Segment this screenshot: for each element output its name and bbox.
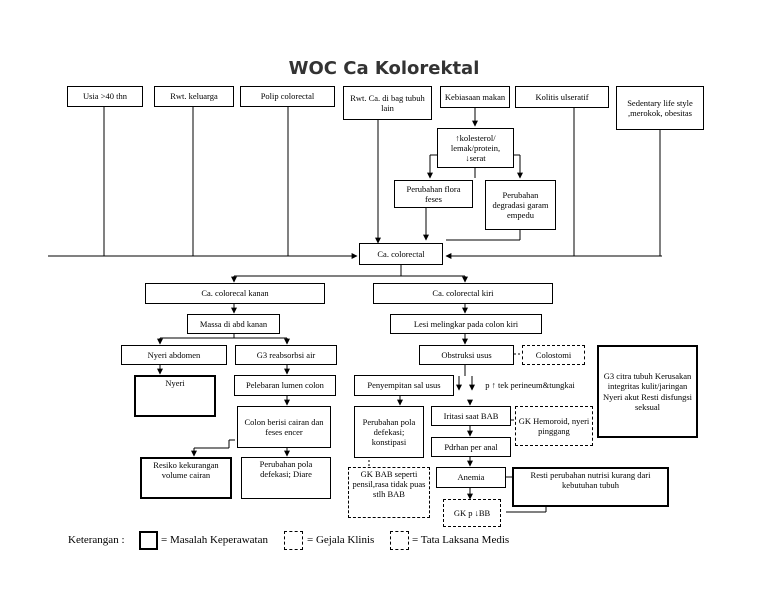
- legend-masalah-text: = Masalah Keperawatan: [161, 534, 268, 546]
- massa-abd-label: Massa di abd kanan: [199, 318, 268, 329]
- kolesterol-label: ↑kolesterol/ lemak/protein, ↓serat: [450, 132, 501, 164]
- colon-berisi-label: Colon berisi cairan dan feses encer: [244, 416, 324, 437]
- legend-tata: = Tata Laksana Medis: [412, 530, 509, 550]
- polip-box: Polip colorectal: [240, 86, 335, 107]
- nyeri-box: Nyeri: [134, 375, 216, 417]
- riwayat-keluarga-box: Rwt. keluarga: [154, 86, 234, 107]
- g3-reabsorbsi-label: G3 reabsorbsi air: [256, 349, 316, 360]
- polip-label: Polip colorectal: [260, 91, 315, 102]
- flora-feses-label: Perubahan flora feses: [406, 183, 461, 204]
- iritasi-label: Iritasi saat BAB: [443, 410, 499, 421]
- lesi-melingkar-label: Lesi melingkar pada colon kiri: [413, 318, 519, 329]
- resiko-cairan-label: Resiko kekurangan volume cairan: [153, 460, 219, 481]
- tek-perineum-label: p ↑ tek perineum&tungkai: [485, 380, 575, 391]
- usia-box: Usia >40 thn: [67, 86, 143, 107]
- kebiasaan-makan-label: Kebiasaan makan: [444, 91, 506, 102]
- penyempitan-label: Penyempitan sal usus: [367, 380, 441, 391]
- tek-perineum-box: p ↑ tek perineum&tungkai: [475, 375, 585, 396]
- g3-citra-label: G3 citra tubuh Kerusakan integritas kuli…: [602, 371, 692, 412]
- pelebaran-lumen-label: Pelebaran lumen colon: [246, 380, 324, 391]
- ca-kanan-label: Ca. colorecal kanan: [201, 288, 269, 299]
- legend-gejala-symbol: [284, 531, 303, 550]
- iritasi-box: Iritasi saat BAB: [431, 406, 511, 426]
- konstipasi-box: Perubahan pola defekasi; konstipasi: [354, 406, 424, 458]
- anemia-box: Anemia: [436, 467, 506, 488]
- perdarahan-box: Pdrhan per anal: [431, 437, 511, 457]
- riwayat-ca-label: Rwt. Ca. di bag tubuh lain: [350, 92, 425, 113]
- ca-kanan-box: Ca. colorecal kanan: [145, 283, 325, 304]
- colon-berisi-box: Colon berisi cairan dan feses encer: [237, 406, 331, 448]
- gk-bab-label: GK BAB seperti pensil,rasa tidak puas st…: [352, 469, 426, 500]
- ca-colorectal-label: Ca. colorectal: [377, 248, 425, 259]
- legend-label-text: Keterangan :: [68, 534, 125, 546]
- degradasi-empedu-box: Perubahan degradasi garam empedu: [485, 180, 556, 230]
- gk-bab-box: GK BAB seperti pensil,rasa tidak puas st…: [348, 467, 430, 518]
- riwayat-keluarga-label: Rwt. keluarga: [170, 91, 218, 102]
- gk-bb-box: GK p ↓BB: [443, 499, 501, 527]
- konstipasi-label: Perubahan pola defekasi; konstipasi: [362, 416, 416, 448]
- massa-abd-box: Massa di abd kanan: [187, 314, 280, 334]
- legend-tata-symbol: [390, 531, 409, 550]
- gk-hemoroid-box: GK Hemoroid, nyeri pinggang: [515, 406, 593, 446]
- anemia-label: Anemia: [457, 472, 485, 483]
- usia-label: Usia >40 thn: [83, 91, 127, 102]
- kebiasaan-makan-box: Kebiasaan makan: [440, 86, 510, 108]
- sedentary-box: Sedentary life style ,merokok, obesitas: [616, 86, 704, 130]
- perdarahan-label: Pdrhan per anal: [444, 441, 498, 452]
- ca-colorectal-box: Ca. colorectal: [359, 243, 443, 265]
- g3-reabsorbsi-box: G3 reabsorbsi air: [235, 345, 337, 365]
- legend-gejala-text: = Gejala Klinis: [307, 534, 375, 546]
- gk-hemoroid-label: GK Hemoroid, nyeri pinggang: [518, 415, 590, 436]
- legend-tata-text: = Tata Laksana Medis: [412, 534, 510, 546]
- ca-kiri-box: Ca. colorectal kiri: [373, 283, 553, 304]
- obstruksi-label: Obstruksi usus: [441, 349, 492, 360]
- diagram-title: WOC Ca Kolorektal: [288, 58, 480, 79]
- legend-gejala: = Gejala Klinis: [307, 530, 374, 550]
- sedentary-label: Sedentary life style ,merokok, obesitas: [627, 97, 693, 118]
- gk-bb-label: GK p ↓BB: [453, 507, 491, 518]
- colostomi-box: Colostomi: [522, 345, 585, 365]
- pelebaran-lumen-box: Pelebaran lumen colon: [234, 375, 336, 396]
- legend-masalah: = Masalah Keperawatan: [161, 530, 268, 550]
- nyeri-label: Nyeri: [165, 378, 185, 388]
- g3-citra-box: G3 citra tubuh Kerusakan integritas kuli…: [597, 345, 698, 438]
- diare-label: Perubahan pola defekasi; Diare: [259, 459, 313, 480]
- kolesterol-box: ↑kolesterol/ lemak/protein, ↓serat: [437, 128, 514, 168]
- resiko-cairan-box: Resiko kekurangan volume cairan: [140, 457, 232, 499]
- legend-label: Keterangan :: [68, 530, 125, 550]
- nyeri-abdomen-label: Nyeri abdomen: [147, 349, 201, 360]
- legend-masalah-symbol: [139, 531, 158, 550]
- obstruksi-box: Obstruksi usus: [419, 345, 514, 365]
- lesi-melingkar-box: Lesi melingkar pada colon kiri: [390, 314, 542, 334]
- kolitis-label: Kolitis ulseratif: [535, 91, 589, 102]
- riwayat-ca-box: Rwt. Ca. di bag tubuh lain: [343, 86, 432, 120]
- colostomi-label: Colostomi: [535, 349, 572, 360]
- resti-nutrisi-box: Resti perubahan nutrisi kurang dari kebu…: [512, 467, 669, 507]
- nyeri-abdomen-box: Nyeri abdomen: [121, 345, 227, 365]
- ca-kiri-label: Ca. colorectal kiri: [432, 288, 494, 299]
- resti-nutrisi-label: Resti perubahan nutrisi kurang dari kebu…: [530, 470, 651, 491]
- penyempitan-box: Penyempitan sal usus: [354, 375, 454, 396]
- kolitis-box: Kolitis ulseratif: [515, 86, 609, 108]
- degradasi-empedu-label: Perubahan degradasi garam empedu: [492, 189, 549, 221]
- flora-feses-box: Perubahan flora feses: [394, 180, 473, 208]
- diare-box: Perubahan pola defekasi; Diare: [241, 457, 331, 499]
